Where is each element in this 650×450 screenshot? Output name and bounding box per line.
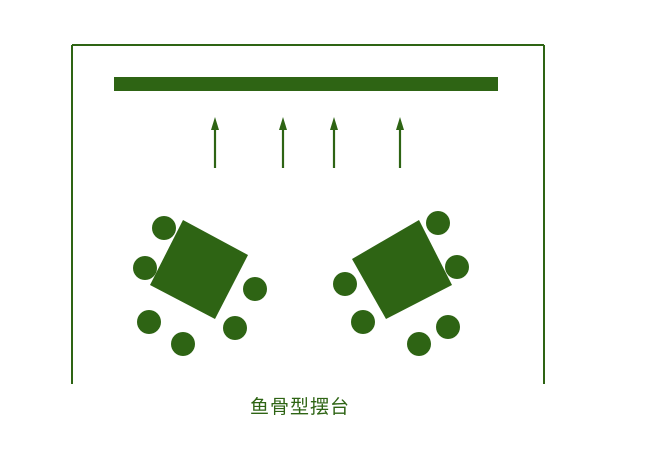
direction-arrows	[211, 117, 404, 168]
chair-circle	[436, 315, 460, 339]
rectangular-table	[352, 220, 452, 319]
chair-circle	[133, 256, 157, 280]
chair-circle	[333, 272, 357, 296]
up-arrow-icon	[330, 117, 338, 168]
chair-circle	[445, 255, 469, 279]
chair-circle	[137, 310, 161, 334]
chair-circle	[223, 316, 247, 340]
chair-circle	[152, 216, 176, 240]
up-arrow-icon	[211, 117, 219, 168]
chair-circle	[426, 211, 450, 235]
chair-circle	[351, 310, 375, 334]
up-arrow-icon	[396, 117, 404, 168]
stage-bar	[114, 77, 498, 91]
rectangular-table	[150, 220, 248, 319]
left-table-group	[133, 216, 267, 356]
room-outline	[71, 44, 545, 384]
up-arrow-icon	[279, 117, 287, 168]
chair-circle	[243, 277, 267, 301]
right-table-group	[333, 211, 469, 356]
chair-circle	[171, 332, 195, 356]
diagram-caption: 鱼骨型摆台	[249, 396, 350, 418]
chair-circle	[407, 332, 431, 356]
